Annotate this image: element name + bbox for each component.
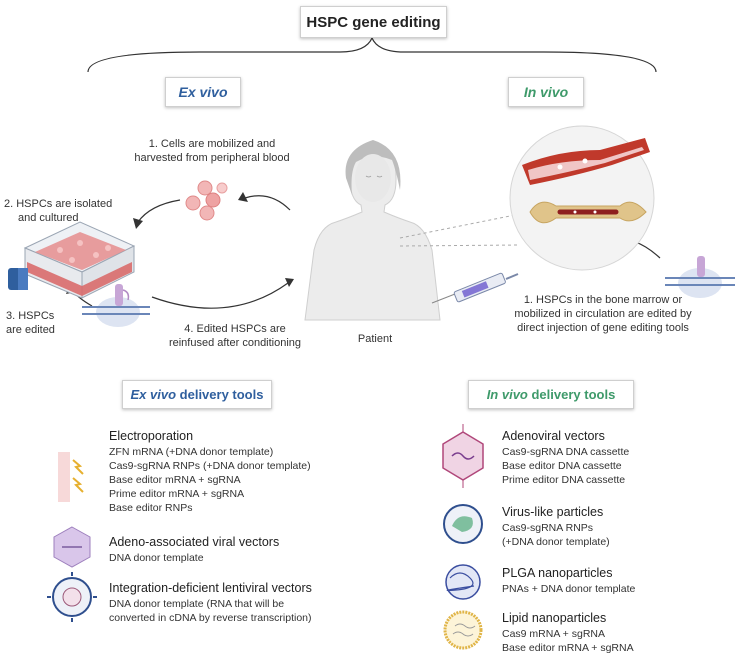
tool-adenoviral-name: Adenoviral vectors [502,429,605,443]
ex-vivo-tools-rest: delivery tools [176,387,264,402]
tool-lentiviral-details: DNA donor template (RNA that will be con… [109,597,312,625]
step-4: 4. Edited HSPCs are reinfused after cond… [160,322,310,350]
step-3-line: are edited [6,324,55,336]
bone-marrow-vessel-icon [509,125,655,271]
in-vivo-tools-rest: delivery tools [527,387,616,402]
page-title-text: HSPC gene editing [306,13,441,31]
tool-detail: (+DNA donor template) [502,536,610,548]
ex-vivo-label-text: Ex vivo [178,84,228,100]
tool-detail: Base editor DNA cassette [502,460,622,472]
in-vivo-label-text: In vivo [523,84,569,100]
step-2-line: and cultured [18,212,79,224]
lipid-nanoparticle-icon [443,610,483,650]
tool-detail: DNA donor template [109,552,204,564]
tool-detail: Base editor mRNA + sgRNA [502,642,634,654]
tool-detail: converted in cDNA by reverse transcripti… [109,612,312,624]
tool-detail: Base editor RNPs [109,502,193,514]
tool-aav-name: Adeno-associated viral vectors [109,535,280,549]
tool-lnp-name: Lipid nanoparticles [502,611,607,625]
patient-figure [304,140,441,321]
culture-flask-icon [8,221,136,299]
tool-electroporation-details: ZFN mRNA (+DNA donor template) Cas9-sgRN… [109,445,311,515]
zoom-line-top [399,214,516,239]
tool-lentiviral-name: Integration-deficient lentiviral vectors [109,581,312,595]
tool-detail: Cas9-sgRNA DNA cassette [502,446,630,458]
in-vivo-tools-italic: In vivo [486,387,528,402]
step-3: 3. HSPCs are edited [6,309,76,337]
tool-detail: DNA donor template (RNA that will be [109,598,285,610]
ex-vivo-label: Ex vivo [165,77,241,107]
zoom-line-bottom [399,244,521,247]
tool-lnp-details: Cas9 mRNA + sgRNA Base editor mRNA + sgR… [502,627,634,655]
step-2: 2. HSPCs are isolated and cultured [4,197,124,225]
page-title: HSPC gene editing [300,6,447,38]
step-2-line: 2. HSPCs are isolated [4,198,113,210]
arrow-isolate-head [133,218,143,229]
tool-electroporation-name: Electroporation [109,429,194,443]
tool-detail: Prime editor DNA cassette [502,474,626,486]
tool-plga-name: PLGA nanoparticles [502,566,613,580]
tool-detail: Base editor mRNA + sgRNA [109,474,241,486]
tool-detail: ZFN mRNA (+DNA donor template) [109,446,274,458]
arrow-reinfuse-head [285,278,294,287]
tool-adenoviral-details: Cas9-sgRNA DNA cassette Base editor DNA … [502,445,629,487]
aav-icon [53,526,91,568]
tool-plga-details: PNAs + DNA donor template [502,582,635,596]
step-1-line: 1. Cells are mobilized and [148,138,276,150]
cells-icon [185,180,228,221]
step-1-line: harvested from peripheral blood [134,152,290,164]
invivo-step-line: 1. HSPCs in the bone marrow or [523,294,683,306]
invivo-step-line: mobilized in circulation are edited by [514,308,692,320]
tool-vlp-details: Cas9-sgRNA RNPs (+DNA donor template) [502,521,610,549]
editing-tool-icon [82,284,150,327]
step-4-line: reinfused after conditioning [168,337,302,349]
step-1-invivo: 1. HSPCs in the bone marrow or mobilized… [503,293,703,335]
plga-nanoparticle-icon [445,564,481,600]
virus-like-particle-icon [443,504,483,544]
tool-detail: Cas9 mRNA + sgRNA [502,628,605,640]
invivo-step-line: direct injection of gene editing tools [517,322,689,334]
patient-label-text: Patient [357,333,393,345]
arrow-isolate [137,199,181,223]
tool-detail: Prime editor mRNA + sgRNA [109,488,245,500]
patient-label: Patient [350,332,400,346]
tool-vlp-name: Virus-like particles [502,505,604,519]
arrow-mobilize-head [238,192,248,202]
electroporation-icon [58,452,84,502]
ex-vivo-tools-header: Ex vivo delivery tools [122,380,272,409]
lentiviral-vector-icon [47,572,97,622]
title-brace [87,36,657,73]
adenoviral-vector-icon [442,424,484,488]
step-1-exvivo: 1. Cells are mobilized and harvested fro… [132,137,292,165]
tool-detail: Cas9-sgRNA RNPs (+DNA donor template) [109,460,311,472]
invivo-editing-tool-icon [665,256,735,298]
ex-vivo-tools-italic: Ex vivo [130,387,177,402]
arrow-reinfuse [151,282,289,309]
tool-detail: PNAs + DNA donor template [502,583,636,595]
tool-aav-details: DNA donor template [109,551,204,565]
step-4-line: 4. Edited HSPCs are [184,323,286,335]
arrow-mobilize [244,195,291,211]
syringe-icon [431,272,519,304]
in-vivo-label: In vivo [508,77,584,107]
tool-detail: Cas9-sgRNA RNPs [502,522,594,534]
in-vivo-tools-header: In vivo delivery tools [468,380,634,409]
step-3-line: 3. HSPCs [6,310,55,322]
